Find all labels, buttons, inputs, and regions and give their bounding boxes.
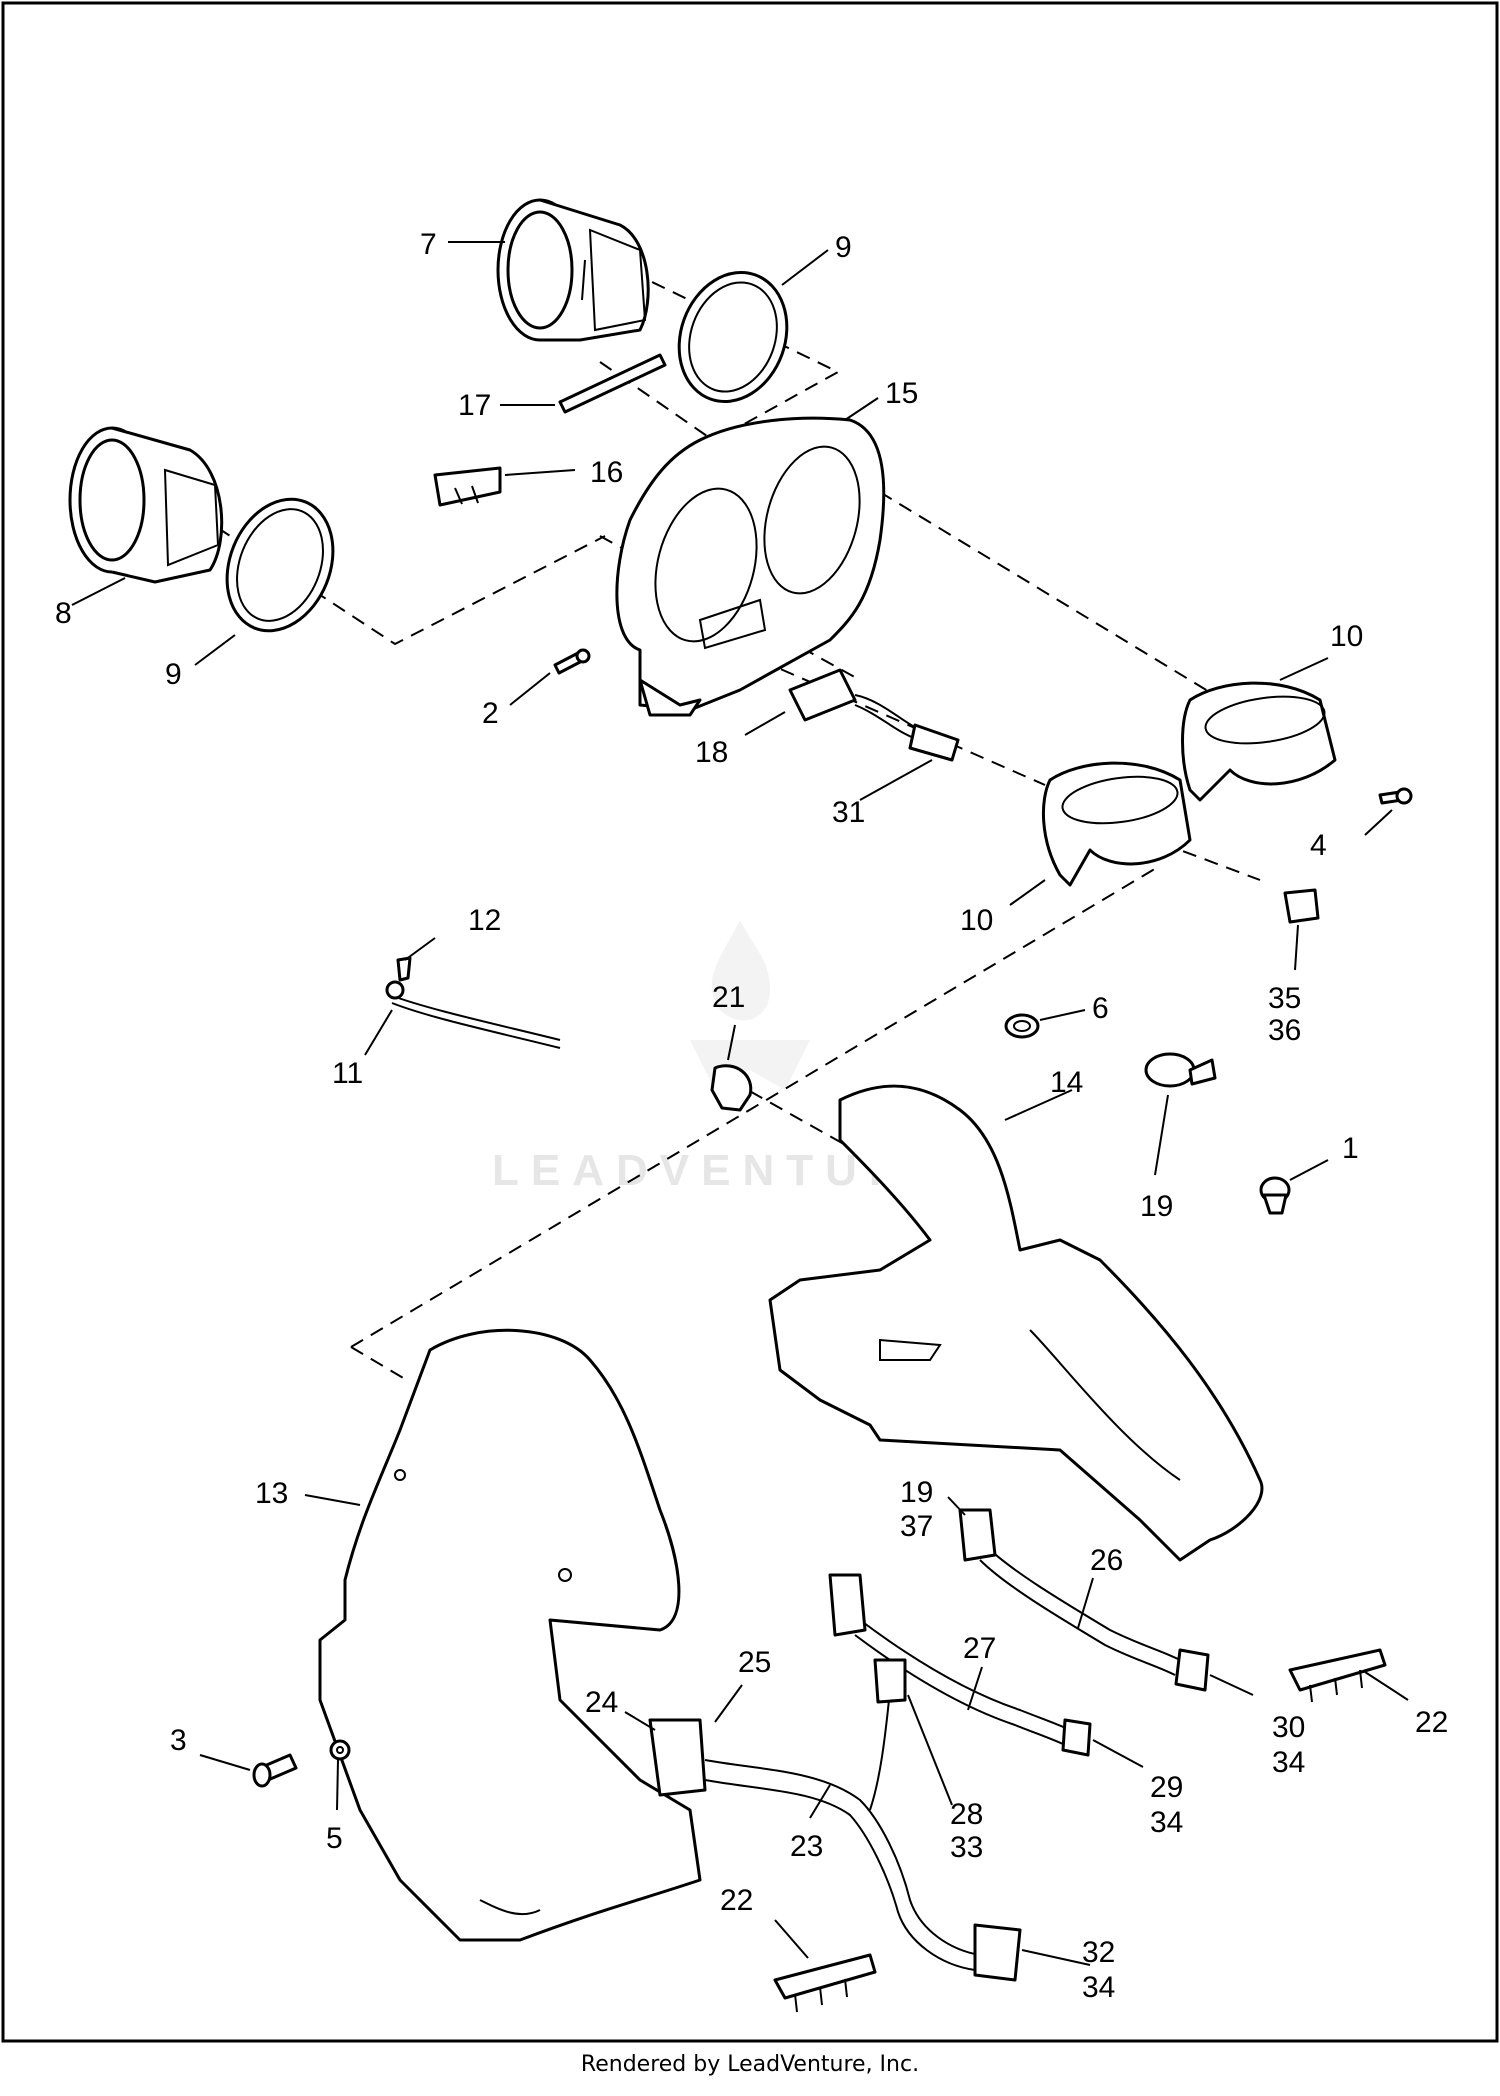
- callout-18: 18: [695, 736, 728, 769]
- callout-24: 24: [585, 1686, 618, 1719]
- terminal-clip-upper: [1288, 1648, 1387, 1703]
- callout-6: 6: [1092, 992, 1109, 1025]
- callout-34-c: 34: [1082, 1971, 1115, 2004]
- connector-harness: [788, 668, 960, 762]
- callout-16: 16: [590, 456, 623, 489]
- seal-ring-lower: [225, 497, 335, 633]
- callout-22-lower: 22: [720, 1884, 753, 1917]
- callout-3: 3: [170, 1724, 187, 1757]
- callout-33: 33: [950, 1831, 983, 1864]
- callout-19-harness: 19: [900, 1476, 933, 1509]
- grommet: [1004, 1013, 1040, 1039]
- callout-36: 36: [1268, 1014, 1301, 1047]
- gauge-housing: [615, 416, 886, 717]
- callout-21: 21: [712, 981, 745, 1014]
- callout-5: 5: [326, 1822, 343, 1855]
- bezel-cup-left: [1042, 761, 1192, 887]
- callout-10-left: 10: [960, 904, 993, 937]
- harness-27: [828, 1573, 1092, 1757]
- callout-8: 8: [55, 597, 72, 630]
- assembly-dashed-lines: [159, 251, 1331, 1383]
- callout-numbers: 7 9 17 15 16 8 9 2 18 31 10 4 10 35 36 1…: [55, 228, 1448, 2004]
- connector-block: [1283, 888, 1320, 924]
- seal-ring-upper: [677, 270, 789, 404]
- callout-29: 29: [1150, 1771, 1183, 1804]
- callout-13: 13: [255, 1477, 288, 1510]
- callout-35: 35: [1268, 982, 1301, 1015]
- callout-15: 15: [885, 377, 918, 410]
- callout-9-upper: 9: [835, 231, 852, 264]
- harness-26: [958, 1508, 1210, 1692]
- watermark-logo: [690, 920, 810, 1090]
- callout-37: 37: [900, 1510, 933, 1543]
- callout-17: 17: [458, 389, 491, 422]
- callout-4: 4: [1310, 829, 1327, 862]
- fairing-cover-left: [318, 1328, 702, 1942]
- callout-10-right: 10: [1330, 620, 1363, 653]
- callout-14: 14: [1050, 1066, 1083, 1099]
- callout-9-lower: 9: [165, 658, 182, 691]
- gasket-strip: [558, 353, 667, 414]
- terminal-clip-lower: [773, 1953, 877, 2013]
- callout-34-b: 34: [1150, 1806, 1183, 1839]
- callout-32: 32: [1082, 1936, 1115, 1969]
- fairing-cover-right: [768, 1084, 1264, 1562]
- rivet-plug: [1259, 1176, 1291, 1215]
- callout-1: 1: [1342, 1132, 1359, 1165]
- bezel-cup-right: [1181, 681, 1337, 802]
- gauge-lower: [68, 426, 224, 584]
- gauge-upper: [496, 198, 650, 342]
- callout-25: 25: [738, 1646, 771, 1679]
- retaining-clip: [710, 1064, 753, 1112]
- callout-22-upper: 22: [1415, 1706, 1448, 1739]
- callout-12: 12: [468, 904, 501, 937]
- screw-2: [553, 648, 591, 675]
- callout-34-a: 34: [1272, 1746, 1305, 1779]
- screw-4: [1378, 787, 1413, 805]
- callout-27: 27: [963, 1632, 996, 1665]
- callout-23: 23: [790, 1830, 823, 1863]
- callout-19-clamp: 19: [1140, 1190, 1173, 1223]
- callout-7: 7: [420, 228, 437, 261]
- screw-3: [252, 1753, 298, 1788]
- callout-26: 26: [1090, 1544, 1123, 1577]
- callout-30: 30: [1272, 1711, 1305, 1744]
- render-credit: Rendered by LeadVenture, Inc.: [580, 2052, 920, 2077]
- leader-lines: [71, 241, 1409, 1966]
- callout-28: 28: [950, 1798, 983, 1831]
- harness-23: [648, 1658, 1022, 1982]
- hose-clamp: [1144, 1052, 1217, 1088]
- washer-5: [329, 1739, 351, 1761]
- callout-2: 2: [482, 697, 499, 730]
- indicator-wire: [385, 956, 561, 1049]
- diagram-border: [1, 1, 1499, 2043]
- callout-11: 11: [332, 1057, 363, 1090]
- bracket-clip: [433, 466, 502, 507]
- callout-31: 31: [832, 796, 865, 829]
